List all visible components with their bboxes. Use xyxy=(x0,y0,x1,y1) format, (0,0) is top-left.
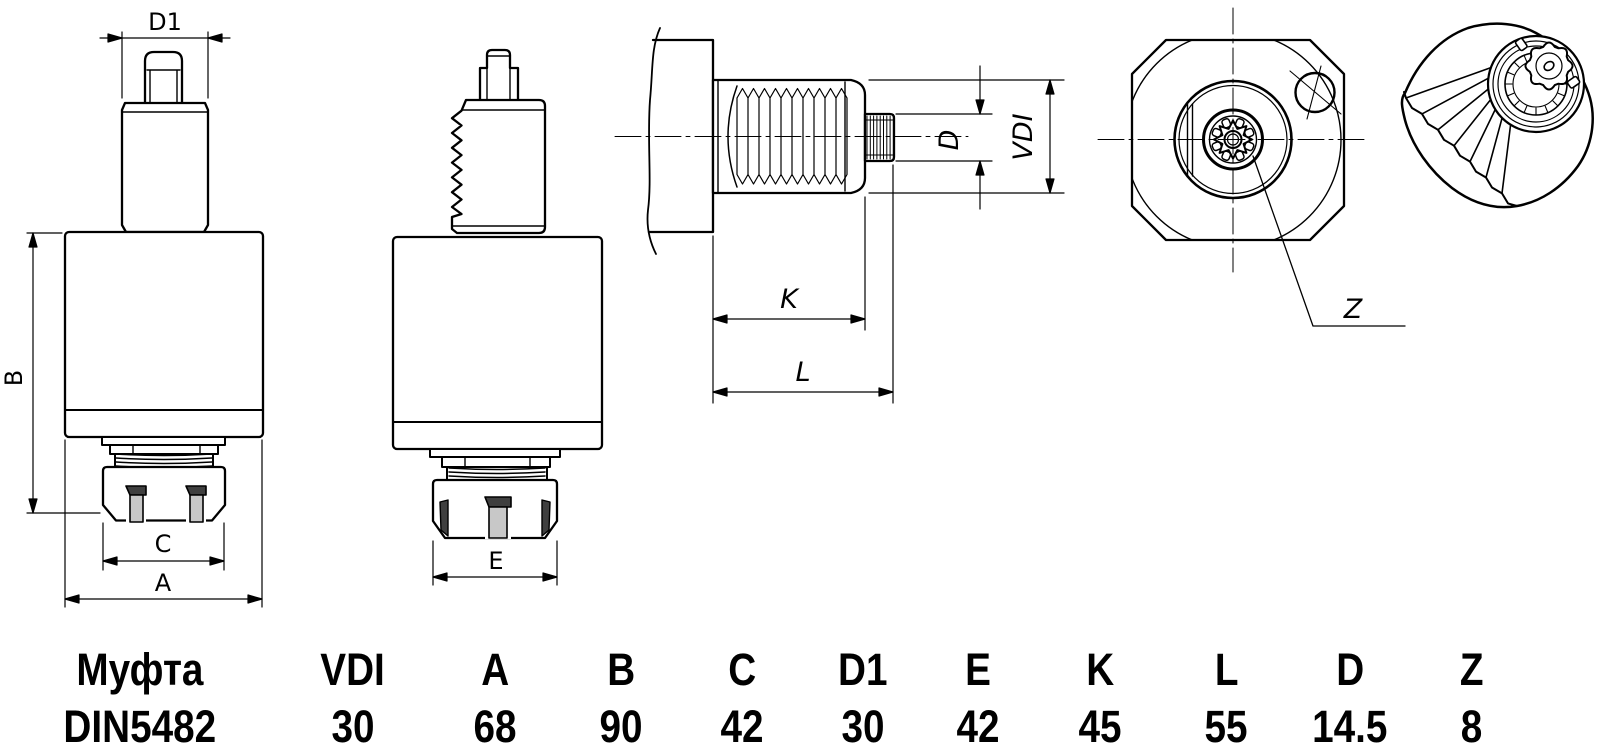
table-value-k: 45 xyxy=(1078,701,1123,753)
table-value-coupling: DIN5482 xyxy=(63,701,217,753)
table-header-z: Z xyxy=(1460,644,1484,695)
table-value-b: 90 xyxy=(599,701,644,753)
table-header-c: C xyxy=(728,644,757,695)
drawing-canvas: D1 B C A xyxy=(0,7,1594,608)
section-view-drawing: K L D VDI xyxy=(646,27,1065,404)
table-value-z: 8 xyxy=(1461,701,1483,753)
dim-label-c: C xyxy=(155,530,172,558)
table-value-d1: 30 xyxy=(841,701,885,753)
perspective-view-drawing xyxy=(1400,22,1594,209)
table-header-a: A xyxy=(481,644,509,695)
dim-label-l: L xyxy=(795,357,810,388)
dim-label-e: E xyxy=(488,547,503,575)
side-view-drawing: E xyxy=(391,48,604,586)
centerlines xyxy=(614,7,1369,273)
wrench-slot xyxy=(484,496,512,539)
dim-label-b: B xyxy=(0,370,28,386)
table-value-a: 68 xyxy=(473,701,517,753)
dim-label-d: D xyxy=(934,130,965,151)
table-header-k: K xyxy=(1086,644,1115,695)
table-header-coupling: Муфта xyxy=(76,644,204,695)
front-view-drawing: D1 B C A xyxy=(0,8,265,608)
table-header-d1: D1 xyxy=(838,644,888,695)
dim-label-vdi: VDI xyxy=(1008,113,1039,160)
wrench-slot xyxy=(185,485,207,523)
table-header-l: L xyxy=(1214,644,1239,695)
spline-teeth xyxy=(1211,118,1255,161)
dim-label-z: Z xyxy=(1343,294,1363,325)
rear-view-drawing: Z xyxy=(1130,38,1406,327)
table-value-e: 42 xyxy=(956,701,1001,753)
table-header-vdi: VDI xyxy=(320,644,386,695)
table-value-d: 14.5 xyxy=(1312,701,1388,753)
table-header-d: D xyxy=(1336,644,1364,695)
thread-ridges xyxy=(1403,66,1518,207)
dim-label-a: A xyxy=(155,569,172,597)
dimension-lines-side xyxy=(432,540,558,586)
dimension-table: Муфта VDI A B C D1 E K L D Z DIN5482 30 … xyxy=(0,632,1533,751)
wrench-slot xyxy=(125,485,147,523)
dim-label-k: K xyxy=(780,284,800,315)
table-value-vdi: 30 xyxy=(331,701,375,753)
dim-label-d1: D1 xyxy=(148,8,182,36)
table-header-b: B xyxy=(607,644,636,695)
table-value-c: 42 xyxy=(720,701,765,753)
dimension-lines-section xyxy=(712,65,1065,404)
dimension-lines-front xyxy=(26,31,263,608)
mount-hole xyxy=(1294,71,1336,114)
table-value-l: 55 xyxy=(1204,701,1249,753)
table-header-e: E xyxy=(965,644,992,695)
